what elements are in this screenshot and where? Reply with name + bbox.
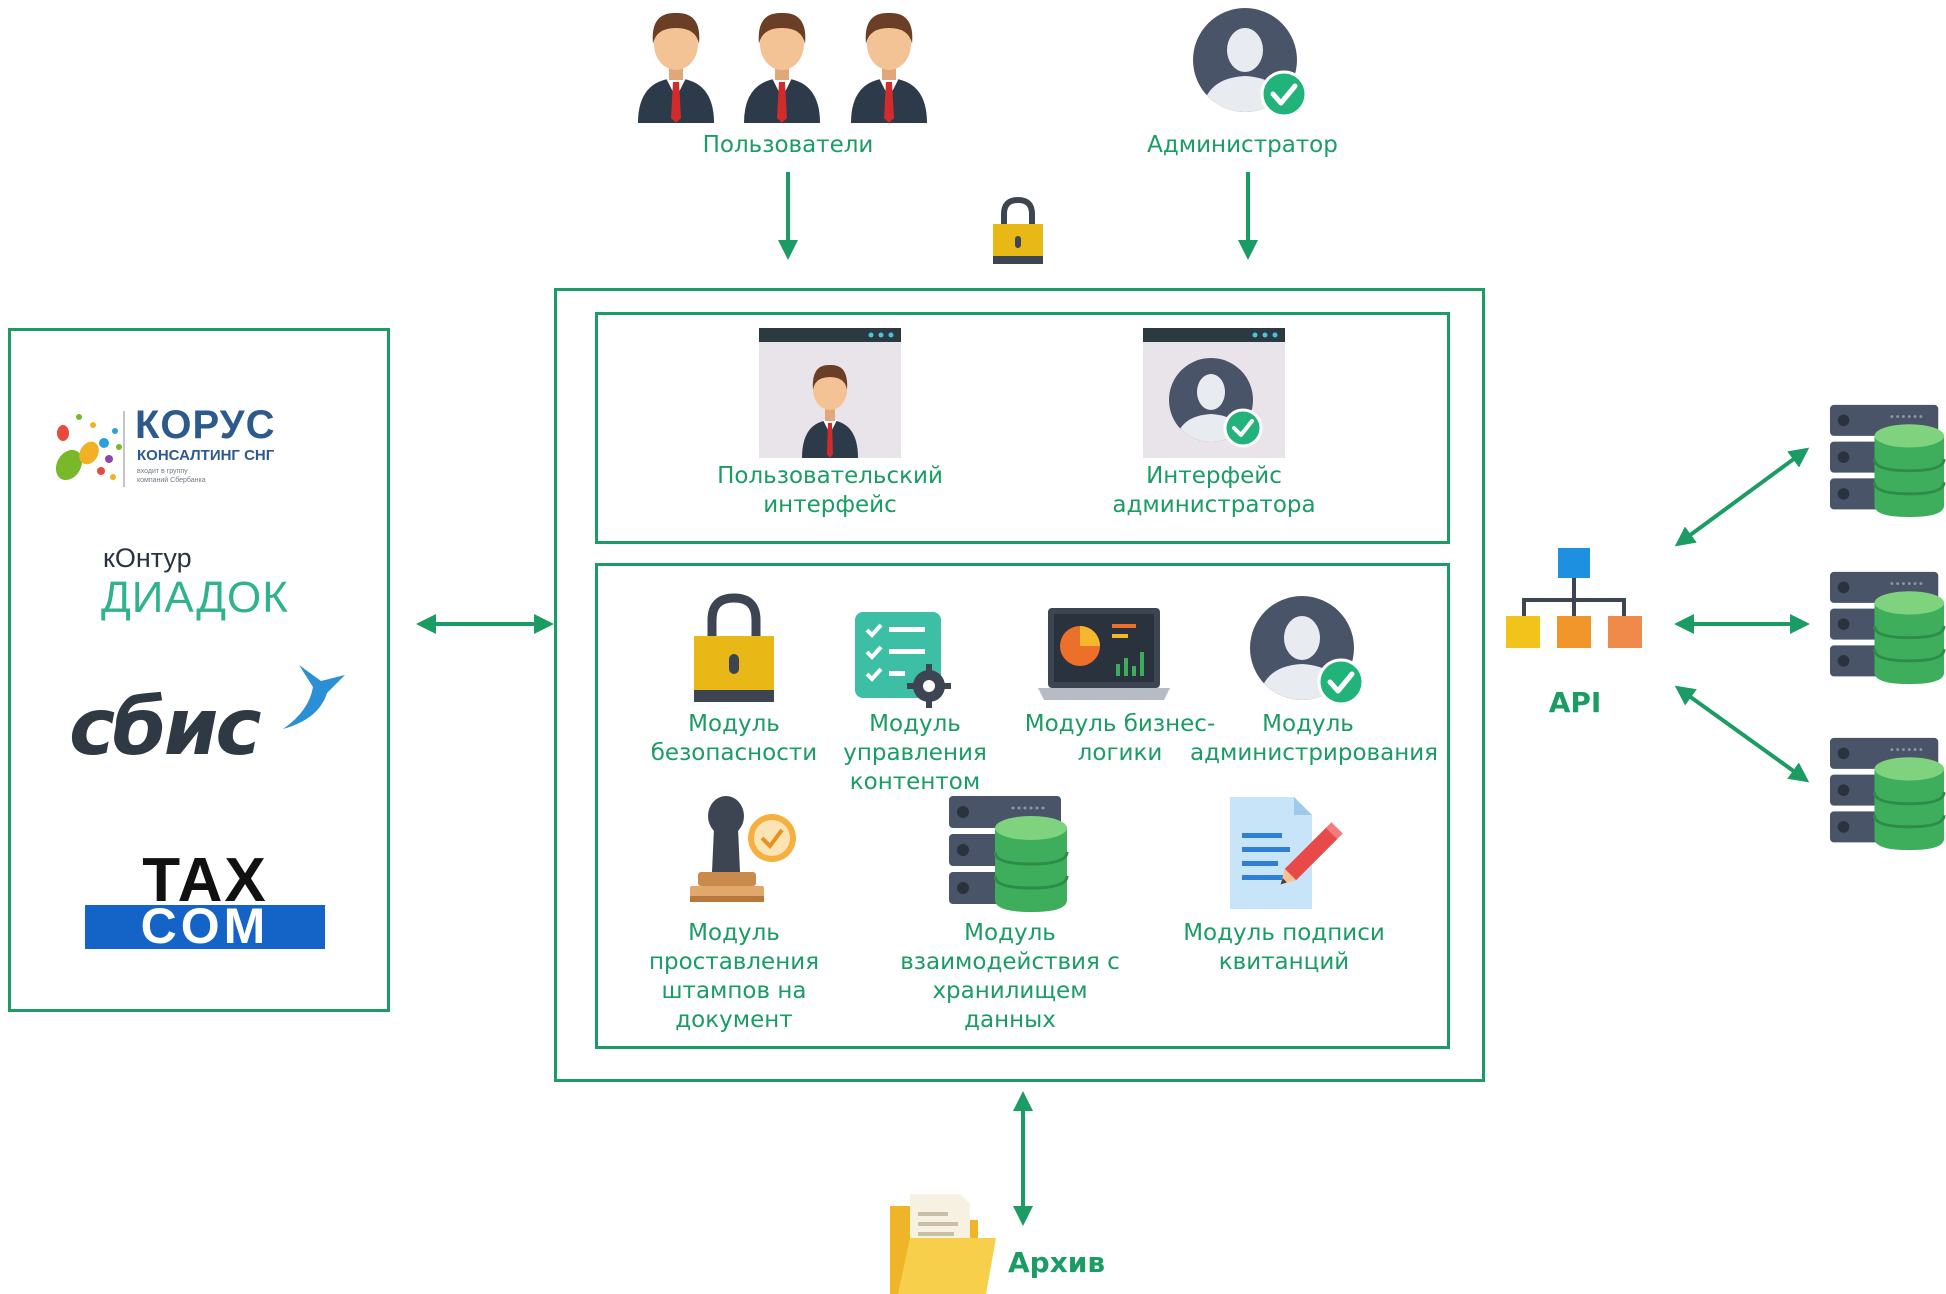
user-icon	[851, 12, 927, 123]
user-icon	[638, 12, 714, 123]
api-server1-arrow	[1674, 447, 1810, 547]
storage-module-label: Модуль взаимодействия с хранилищем данны…	[900, 920, 1120, 1033]
archive-label: Архив	[1008, 1246, 1106, 1279]
taxcom-logo: TAX COM	[85, 846, 325, 954]
taxcom-top-text: TAX	[142, 846, 268, 915]
security-module-icon	[694, 593, 774, 702]
modules-box	[595, 563, 1450, 1049]
sbis-text: сбис	[69, 683, 262, 773]
administration-module-label: Модуль администрирования	[1190, 711, 1439, 766]
korus-logo: КОРУС КОНСАЛТИНГ СНГ входит в группу ком…	[49, 403, 339, 493]
user-icon	[744, 12, 820, 123]
lock-icon	[993, 196, 1043, 264]
content-module-label: Модуль управления контентом	[843, 711, 987, 795]
stamp-module-icon	[690, 796, 796, 902]
korus-title: КОРУС	[135, 403, 276, 447]
kontur-diadoc-logo: кОнтур ДИАДОК	[101, 543, 321, 623]
security-module-label: Модуль безопасности	[650, 711, 818, 766]
admin-interface-window-icon	[1143, 328, 1285, 458]
korus-mark-icon	[55, 411, 125, 487]
database-server-icon	[1830, 737, 1946, 851]
system-box	[554, 288, 1485, 1082]
admin-icon	[1193, 8, 1308, 118]
api-server3-arrow	[1674, 685, 1810, 783]
korus-tagline: входит в группу компаний Сбербанка	[137, 468, 206, 484]
kontur-text: кОнтур	[103, 543, 192, 573]
business-module-label: Модуль бизнес- логики	[1024, 711, 1216, 766]
sbis-logo: сбис	[69, 661, 349, 781]
stamps-module-label: Модуль проставления штампов на документ	[648, 920, 820, 1033]
archive-folder-icon	[890, 1194, 996, 1294]
api-label: API	[1548, 686, 1602, 719]
receipts-module-label: Модуль подписи квитанций	[1183, 920, 1385, 975]
diadoc-text: ДИАДОК	[101, 573, 289, 622]
content-management-icon	[855, 612, 951, 708]
korus-subtitle: КОНСАЛТИНГ СНГ	[137, 447, 275, 464]
admin-interface-label: Интерфейс администратора	[1112, 463, 1316, 518]
administration-module-icon	[1250, 596, 1365, 706]
admin-label: Администратор	[1147, 132, 1338, 158]
receipt-signing-icon	[1230, 797, 1343, 909]
taxcom-bottom-text: COM	[140, 898, 270, 954]
storage-module-icon	[949, 796, 1069, 912]
sbis-bird-icon	[283, 665, 345, 729]
database-server-icon	[1830, 571, 1946, 685]
users-label: Пользователи	[702, 132, 874, 158]
taxcom-bottom-box	[85, 905, 325, 949]
interfaces-box	[595, 312, 1450, 544]
user-interface-window-icon	[759, 328, 901, 458]
business-logic-icon	[1038, 608, 1170, 700]
edo-operators-box: КОРУС КОНСАЛТИНГ СНГ входит в группу ком…	[8, 328, 390, 1012]
api-hierarchy-icon	[1506, 548, 1642, 648]
user-interface-label: Пользовательский интерфейс	[717, 463, 943, 518]
database-server-icon	[1830, 404, 1946, 518]
